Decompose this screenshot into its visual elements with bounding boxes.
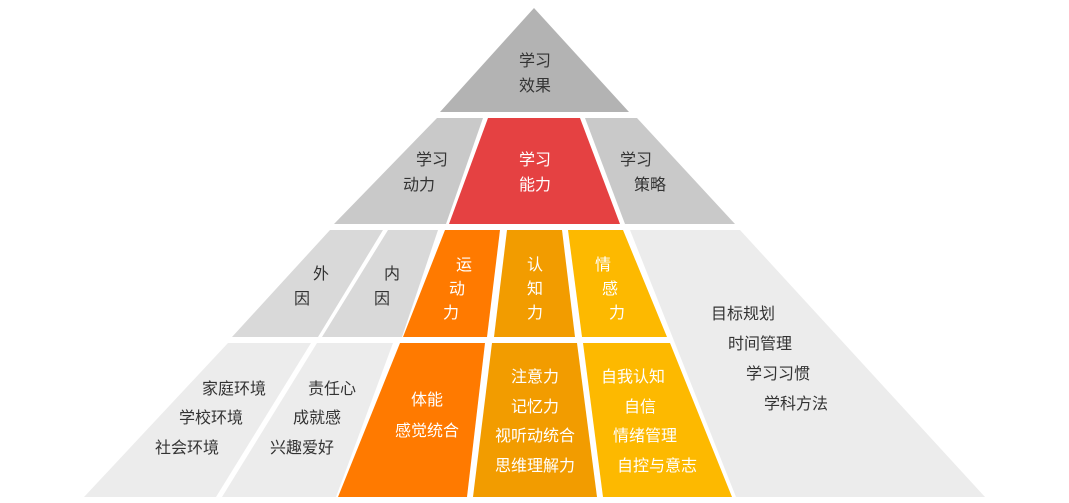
learning-strategy-block xyxy=(585,118,735,224)
external-factor-block xyxy=(232,230,383,337)
internal-label-1: 内 xyxy=(384,264,400,283)
strategy-item: 时间管理 xyxy=(728,334,792,353)
internal-item: 成就感 xyxy=(293,408,341,427)
emotion-item: 自我认知 xyxy=(601,367,665,386)
internal-label-2: 因 xyxy=(374,289,390,308)
cognitive-label-3: 力 xyxy=(527,303,543,322)
learning-effect-label-1: 学习 xyxy=(519,51,551,70)
emotion-item: 自控与意志 xyxy=(617,456,697,475)
motor-label-3: 力 xyxy=(443,303,459,322)
internal-factor-block xyxy=(322,230,438,337)
strategy-detail-block xyxy=(630,230,985,497)
motivation-label-2: 动力 xyxy=(403,175,435,194)
emotion-label-1: 情 xyxy=(595,255,611,274)
external-label-2: 因 xyxy=(294,289,310,308)
emotion-label-3: 力 xyxy=(609,303,625,322)
external-label-1: 外 xyxy=(313,264,329,283)
external-item: 学校环境 xyxy=(179,408,243,427)
external-item: 家庭环境 xyxy=(202,379,266,398)
motor-item: 体能 xyxy=(411,390,443,409)
cognitive-item: 注意力 xyxy=(511,367,559,386)
internal-item: 兴趣爱好 xyxy=(270,438,334,457)
motor-label-1: 运 xyxy=(456,255,472,274)
strategy-item: 目标规划 xyxy=(711,304,775,323)
cognitive-label-1: 认 xyxy=(527,255,543,274)
learning-effect-block xyxy=(440,8,629,112)
external-items-block xyxy=(84,343,311,497)
motor-item: 感觉统合 xyxy=(395,421,459,440)
emotion-item: 自信 xyxy=(624,397,656,416)
cognitive-items-block xyxy=(473,343,597,497)
strategy-label-1: 学习 xyxy=(620,150,652,169)
emotion-item: 情绪管理 xyxy=(613,426,677,445)
ability-label-1: 学习 xyxy=(519,150,551,169)
cognitive-item: 记忆力 xyxy=(511,397,559,416)
ability-label-2: 能力 xyxy=(519,175,551,194)
internal-items-block xyxy=(222,343,393,497)
cognitive-item: 视听动统合 xyxy=(495,426,575,445)
motor-items-block xyxy=(338,343,485,497)
learning-ability-block xyxy=(449,118,620,224)
strategy-item: 学习习惯 xyxy=(746,364,810,383)
emotion-ability-block xyxy=(568,230,667,337)
strategy-item: 学科方法 xyxy=(764,394,828,413)
motivation-label-1: 学习 xyxy=(416,150,448,169)
strategy-label-2: 策略 xyxy=(634,175,666,194)
learning-motivation-block xyxy=(334,118,483,224)
learning-effect-label-2: 效果 xyxy=(519,76,551,95)
external-item: 社会环境 xyxy=(155,438,219,457)
cognitive-ability-block xyxy=(494,230,575,337)
emotion-label-2: 感 xyxy=(602,279,618,298)
internal-item: 责任心 xyxy=(308,379,356,398)
cognitive-item: 思维理解力 xyxy=(495,456,575,475)
motor-ability-block xyxy=(403,230,500,337)
emotion-items-block xyxy=(583,343,732,497)
motor-label-2: 动 xyxy=(449,279,465,298)
cognitive-label-2: 知 xyxy=(527,279,543,298)
